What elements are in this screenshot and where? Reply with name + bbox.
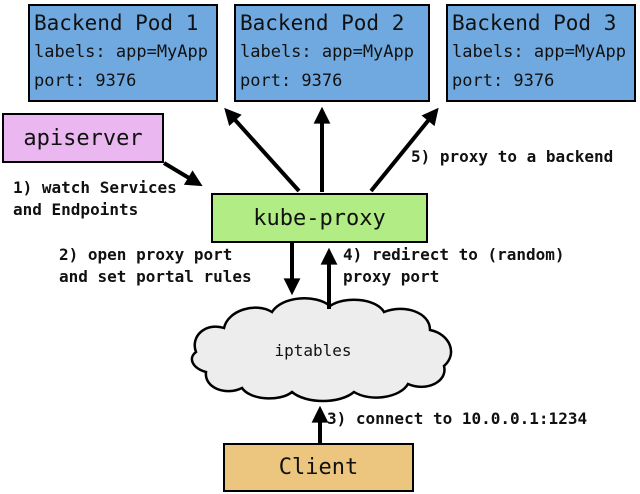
step1-watch-services-annotation: 1) watch Services and Endpoints [13, 178, 177, 219]
backend-pod-1-port: port: 9376 [34, 71, 137, 91]
step5-proxy-backend-annotation: 5) proxy to a backend [411, 147, 614, 166]
backend-pod-3-port: port: 9376 [452, 71, 555, 91]
step4-redirect-annotation: 4) redirect to (random) proxy port [343, 245, 565, 286]
client-label: Client [278, 455, 359, 480]
client-box: Client [223, 443, 414, 492]
step2-open-proxy-port-annotation: 2) open proxy port and set portal rules [59, 245, 252, 286]
backend-pod-1-title: Backend Pod 1 [34, 11, 199, 35]
step3-connect-annotation: 3) connect to 10.0.0.1:1234 [327, 409, 588, 428]
arrow-apiserver-to-kube-proxy [162, 161, 203, 187]
iptables-cloud-shape [190, 297, 453, 403]
kube-proxy-box: kube-proxy [211, 193, 428, 243]
iptables-label: iptables [274, 341, 352, 360]
backend-pod-2-box: Backend Pod 2 labels: app=MyApp port: 93… [234, 4, 430, 102]
arrow-kube-proxy-to-pod3 [369, 107, 439, 193]
backend-pod-3-labels: labels: app=MyApp [452, 42, 626, 62]
backend-pod-2-title: Backend Pod 2 [240, 11, 405, 35]
kube-proxy-label: kube-proxy [253, 205, 386, 231]
backend-pod-1-box: Backend Pod 1 labels: app=MyApp port: 93… [28, 4, 218, 102]
backend-pod-2-port: port: 9376 [240, 71, 343, 91]
backend-pod-2-labels: labels: app=MyApp [240, 42, 414, 62]
backend-pod-3-title: Backend Pod 3 [452, 11, 617, 35]
apiserver-box: apiserver [2, 113, 164, 163]
backend-pod-1-labels: labels: app=MyApp [34, 42, 208, 62]
apiserver-label: apiserver [23, 125, 143, 151]
backend-pod-3-box: Backend Pod 3 labels: app=MyApp port: 93… [446, 4, 636, 102]
arrow-kube-proxy-to-pod1 [224, 107, 301, 193]
